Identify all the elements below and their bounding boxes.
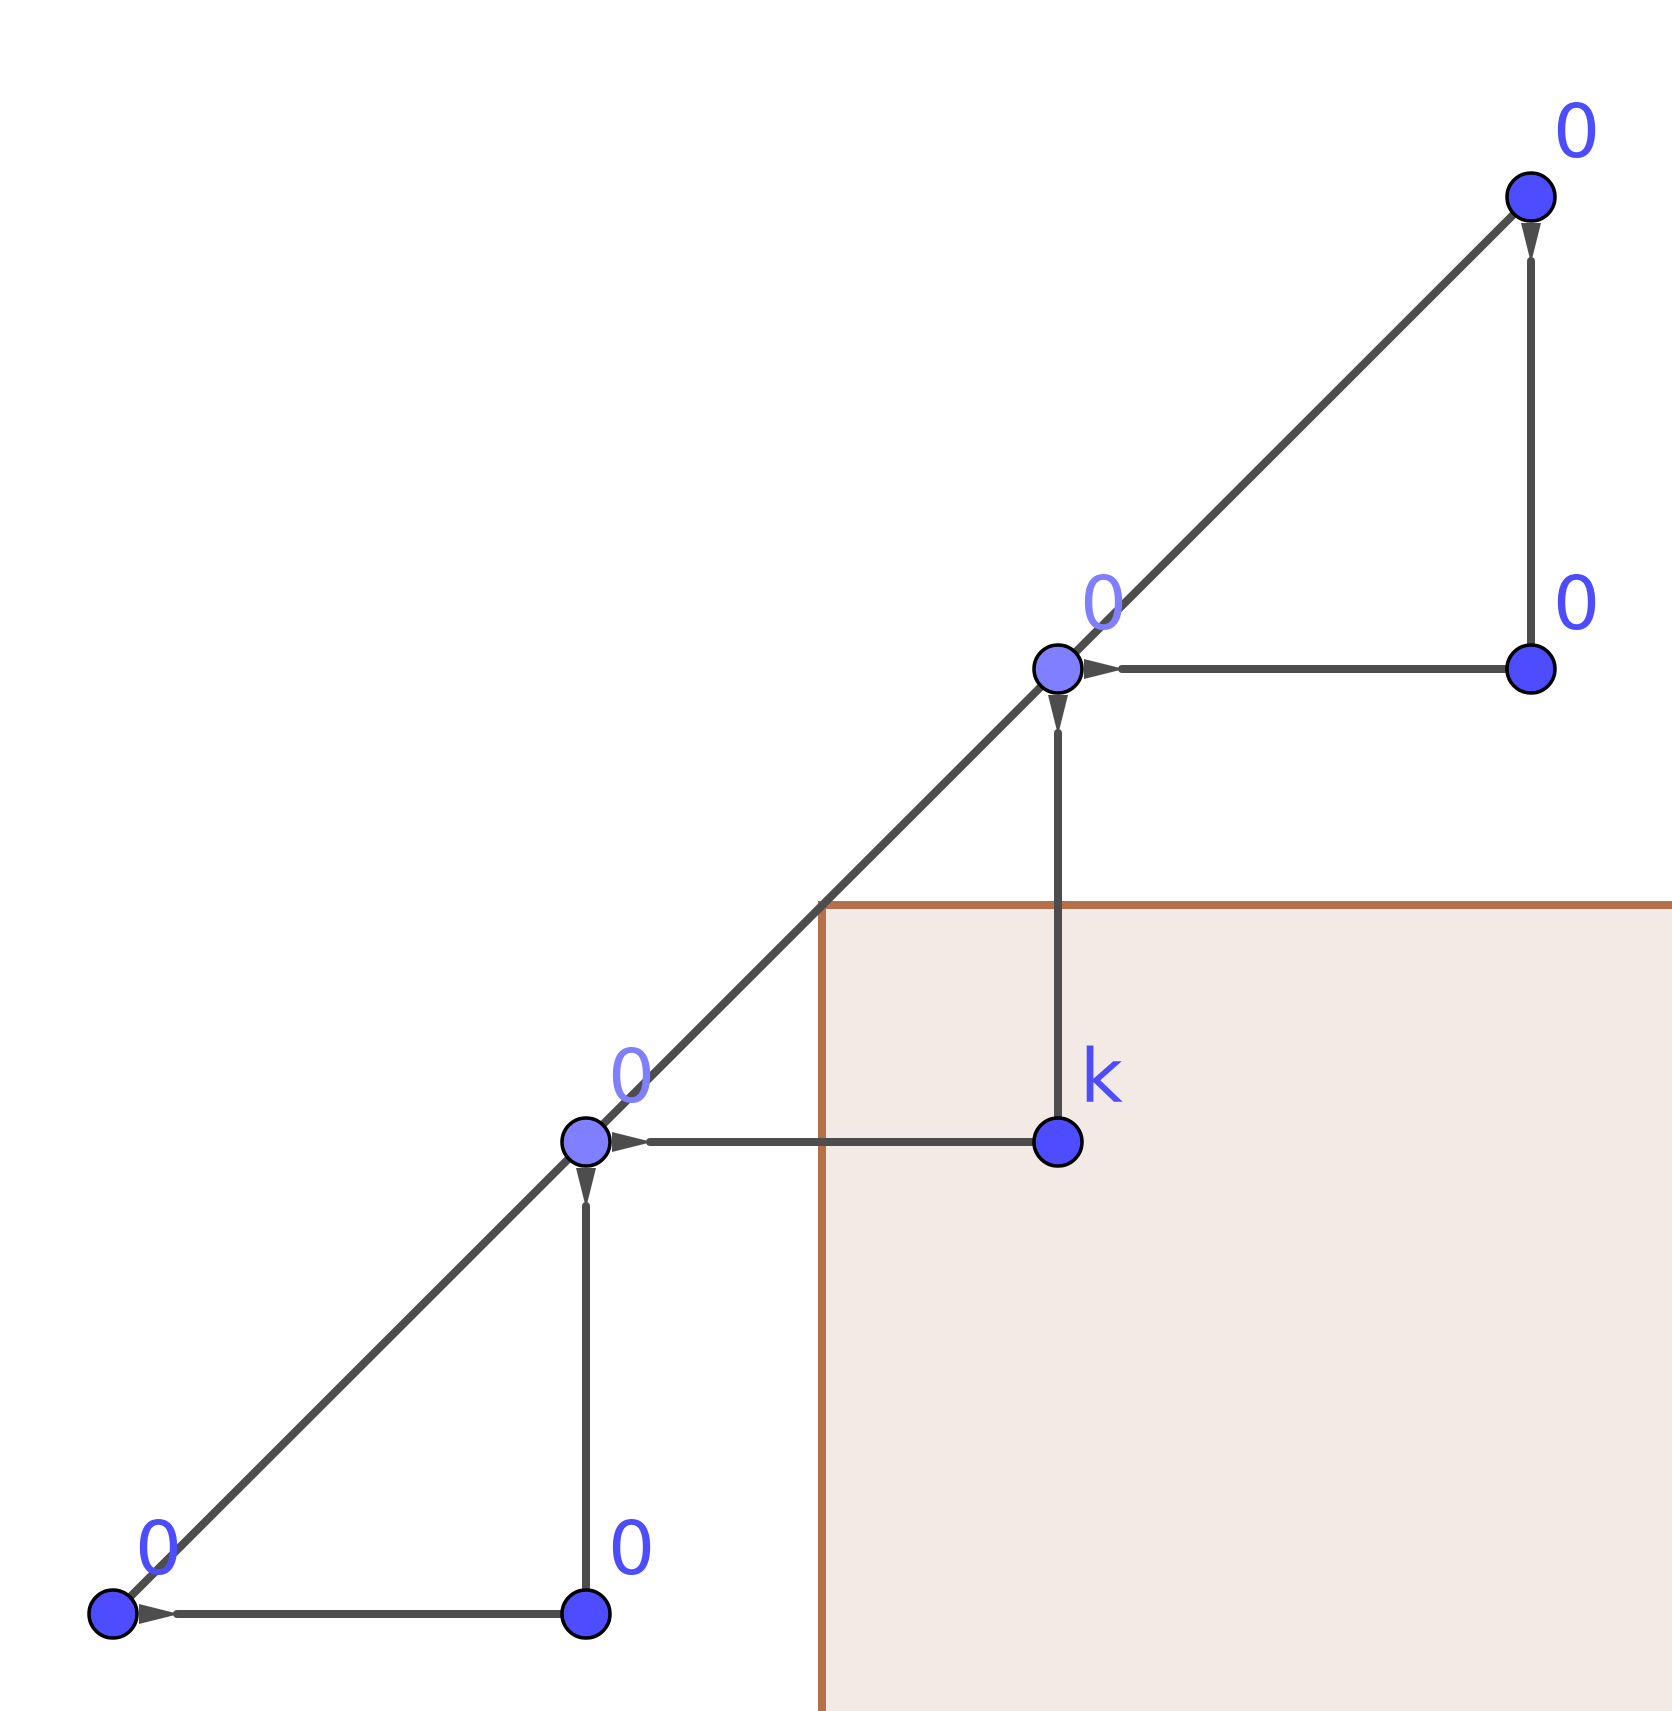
node-label-n5: 0 — [608, 1034, 655, 1120]
node-n2 — [1505, 643, 1557, 695]
node-label-n7: 0 — [135, 1506, 182, 1592]
edges-layer — [109, 193, 1541, 1624]
shaded-region — [822, 905, 1672, 1711]
node-label-n1: 0 — [1553, 89, 1600, 175]
node-n6 — [560, 1588, 612, 1640]
node-n4 — [1032, 1116, 1084, 1168]
node-label-n4: k — [1080, 1034, 1123, 1120]
edge-n1-n7 — [109, 193, 1535, 1618]
node-label-n2: 0 — [1553, 561, 1600, 647]
labels-layer: 0 0 0 k 0 0 0 — [135, 89, 1600, 1592]
node-n7 — [87, 1588, 139, 1640]
node-label-n3: 0 — [1080, 561, 1127, 647]
node-n3 — [1032, 643, 1084, 695]
nodes-layer — [87, 171, 1557, 1640]
node-label-n6: 0 — [608, 1506, 655, 1592]
node-n1 — [1505, 171, 1557, 223]
node-n5 — [560, 1116, 612, 1168]
